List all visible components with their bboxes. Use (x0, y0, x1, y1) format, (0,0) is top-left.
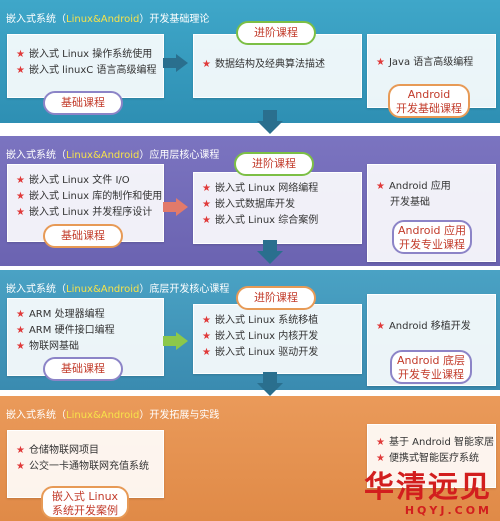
star-icon: ★ (376, 181, 385, 192)
stage-2-title: 嵌入式系统（Linux&Android）应用层核心课程 (6, 150, 220, 161)
list-item: ★嵌入式 Linux 综合案例 (202, 215, 319, 226)
list-item: ★基于 Android 智能家居 (376, 437, 494, 448)
star-icon: ★ (16, 207, 25, 218)
list-item: ★物联网基础 (16, 341, 79, 352)
right-arrow-icon (163, 198, 188, 216)
list-item: ★公交一卡通物联网充值系统 (16, 461, 149, 472)
list-item: ★Java 语言高级编程 (376, 57, 474, 68)
stage-2-application-core: 嵌入式系统（Linux&Android）应用层核心课程 ★嵌入式 Linux 文… (0, 136, 500, 266)
star-icon: ★ (16, 175, 25, 186)
star-icon: ★ (16, 325, 25, 336)
list-item: ★嵌入式 Linux 网络编程 (202, 183, 319, 194)
star-icon: ★ (376, 57, 385, 68)
list-item: ★嵌入式 Linux 文件 I/O (16, 175, 130, 186)
list-item: ★仓储物联网项目 (16, 445, 99, 456)
stage-3-title: 嵌入式系统（Linux&Android）底层开发核心课程 (6, 284, 230, 295)
list-item: ★Android 应用 (376, 181, 451, 192)
stage-1-advanced-label: 进阶课程 (236, 21, 316, 45)
list-item: ★数据结构及经典算法描述 (202, 59, 325, 70)
list-item: 开发基础 (390, 197, 430, 208)
star-icon: ★ (376, 321, 385, 332)
list-item: ★嵌入式数据库开发 (202, 199, 295, 210)
star-icon: ★ (202, 199, 211, 210)
star-icon: ★ (16, 65, 25, 76)
stage-4-title: 嵌入式系统（Linux&Android）开发拓展与实践 (6, 410, 220, 421)
star-icon: ★ (376, 437, 385, 448)
star-icon: ★ (16, 49, 25, 60)
star-icon: ★ (202, 215, 211, 226)
list-item: ★嵌入式 Linux 内核开发 (202, 331, 319, 342)
down-arrow-icon (257, 110, 283, 136)
star-icon: ★ (202, 331, 211, 342)
stage-1-foundation-label: 基础课程 (43, 91, 123, 115)
list-item: ★便携式智能医疗系统 (376, 453, 479, 464)
stage-2-advanced-label: 进阶课程 (234, 152, 314, 176)
stage-2-android-label: Android 应用 开发专业课程 (392, 220, 472, 254)
list-item: ★ARM 处理器编程 (16, 309, 105, 320)
stage-3-low-level-core: 嵌入式系统（Linux&Android）底层开发核心课程 ★ARM 处理器编程 … (0, 270, 500, 390)
list-item: ★嵌入式 Linux 驱动开发 (202, 347, 319, 358)
list-item: ★嵌入式 linuxC 语言高级编程 (16, 65, 157, 76)
stage-3-android-label: Android 底层 开发专业课程 (390, 350, 472, 384)
stage-2-foundation-label: 基础课程 (43, 224, 123, 248)
stage-4-expansion-practice: 嵌入式系统（Linux&Android）开发拓展与实践 ★仓储物联网项目 ★公交… (0, 396, 500, 521)
right-arrow-icon (163, 332, 188, 350)
stage-3-android-panel: ★Android 移植开发 (367, 294, 496, 386)
list-item: ★嵌入式 Linux 库的制作和使用 (16, 191, 163, 202)
stage-3-advanced-panel: ★嵌入式 Linux 系统移植 ★嵌入式 Linux 内核开发 ★嵌入式 Lin… (193, 304, 362, 374)
list-item: ★ARM 硬件接口编程 (16, 325, 115, 336)
stage-3-advanced-label: 进阶课程 (236, 286, 316, 310)
stage-1-android-label: Android 开发基础课程 (388, 84, 470, 118)
stage-1-foundation-panel: ★嵌入式 Linux 操作系统使用 ★嵌入式 linuxC 语言高级编程 (7, 34, 164, 98)
star-icon: ★ (16, 191, 25, 202)
star-icon: ★ (202, 347, 211, 358)
star-icon: ★ (16, 309, 25, 320)
list-item: ★嵌入式 Linux 系统移植 (202, 315, 319, 326)
stage-3-foundation-label: 基础课程 (43, 357, 123, 381)
star-icon: ★ (16, 341, 25, 352)
star-icon: ★ (202, 59, 211, 70)
star-icon: ★ (202, 183, 211, 194)
down-arrow-icon (257, 240, 283, 266)
star-icon: ★ (16, 445, 25, 456)
down-arrow-icon (257, 372, 283, 398)
list-item: ★嵌入式 Linux 操作系统使用 (16, 49, 153, 60)
star-icon: ★ (376, 453, 385, 464)
star-icon: ★ (16, 461, 25, 472)
stage-4-android-panel: ★基于 Android 智能家居 ★便携式智能医疗系统 (367, 424, 496, 488)
stage-1-title: 嵌入式系统（Linux&Android）开发基础理论 (6, 14, 210, 25)
list-item: ★嵌入式 Linux 并发程序设计 (16, 207, 153, 218)
watermark-logo: 华清远见 HQYJ.COM (364, 470, 492, 518)
right-arrow-icon (163, 54, 188, 72)
star-icon: ★ (202, 315, 211, 326)
list-item: ★Android 移植开发 (376, 321, 471, 332)
stage-4-foundation-label: 嵌入式 Linux 系统开发案例 (41, 486, 129, 519)
stage-2-advanced-panel: ★嵌入式 Linux 网络编程 ★嵌入式数据库开发 ★嵌入式 Linux 综合案… (193, 172, 362, 244)
stage-1-foundation-theory: 嵌入式系统（Linux&Android）开发基础理论 ★嵌入式 Linux 操作… (0, 0, 500, 123)
